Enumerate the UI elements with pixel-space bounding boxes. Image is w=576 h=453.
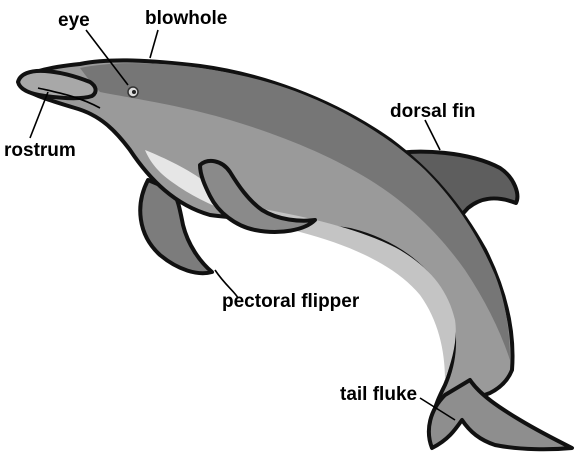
- tail-fluke-shape: [429, 380, 572, 449]
- label-dorsal-fin: dorsal fin: [390, 101, 476, 122]
- eye-pupil: [132, 90, 136, 94]
- dorsal-fin-leader: [425, 120, 440, 150]
- rostrum-leader: [30, 92, 48, 138]
- blowhole-leader: [150, 30, 158, 58]
- label-rostrum: rostrum: [4, 140, 76, 161]
- label-tail-fluke: tail fluke: [340, 384, 417, 405]
- label-eye: eye: [58, 10, 90, 31]
- label-blowhole: blowhole: [145, 8, 227, 29]
- label-pectoral-flipper: pectoral flipper: [222, 291, 360, 312]
